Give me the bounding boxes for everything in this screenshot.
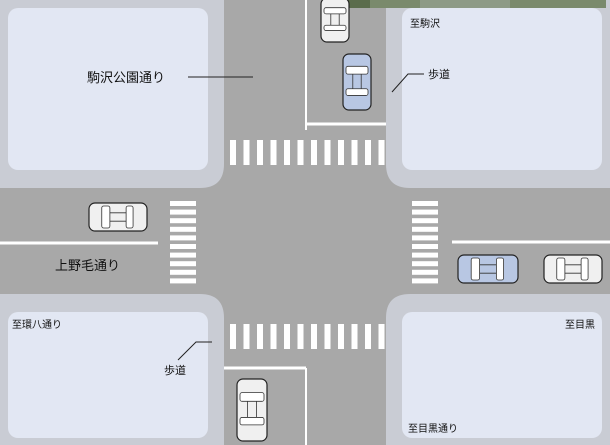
label-to-meguro: 至目黒	[565, 319, 595, 331]
crosswalk-stripe	[170, 235, 196, 241]
crosswalk-stripe	[257, 140, 263, 165]
crosswalk-stripe	[324, 324, 331, 349]
crosswalk-stripe	[170, 226, 196, 232]
crosswalk-stripe	[412, 235, 438, 241]
label-sidewalk-lower: 歩道	[164, 363, 186, 377]
car-north-blue	[342, 53, 372, 111]
crosswalk-stripe	[351, 140, 358, 165]
car-east-white	[543, 254, 603, 284]
label-sidewalk-upper: 歩道	[428, 67, 450, 81]
crosswalk-stripe	[297, 324, 304, 349]
crosswalk-stripe	[170, 261, 196, 267]
crosswalk-stripe	[378, 324, 385, 349]
crosswalk-stripe	[170, 252, 196, 258]
label-to-komazawa: 至駒沢	[410, 17, 440, 30]
label-to-meguro-dori: 至目黒通り	[408, 423, 458, 435]
crosswalk-stripe	[338, 140, 344, 165]
crosswalk-stripe	[365, 140, 371, 165]
crosswalk-stripe	[378, 140, 385, 165]
crosswalk-stripe	[243, 324, 250, 349]
crosswalk-stripe	[284, 324, 290, 349]
crosswalk-stripe	[170, 218, 196, 224]
crosswalk-stripe	[230, 140, 236, 165]
crosswalk-stripe	[338, 324, 344, 349]
crosswalk-south	[230, 324, 385, 349]
crosswalk-stripe	[170, 201, 196, 206]
crosswalk-stripe	[297, 140, 304, 165]
crosswalk-stripe	[412, 209, 438, 215]
crosswalk-stripe	[412, 201, 438, 206]
car-south-white	[236, 378, 268, 442]
label-komazawa-dori: 駒沢公園通り	[87, 71, 165, 86]
crosswalk-north	[230, 140, 385, 165]
car-north-white	[320, 0, 350, 43]
leader-sidewalk-upper	[391, 73, 424, 93]
crosswalk-stripe	[412, 244, 438, 249]
crosswalk-stripe	[365, 324, 371, 349]
crosswalk-stripe	[270, 324, 277, 349]
crosswalk-stripe	[170, 244, 196, 249]
crosswalk-stripe	[230, 324, 236, 349]
block-top-left	[8, 8, 208, 170]
crosswalk-stripe	[412, 261, 438, 267]
crosswalk-stripe	[324, 140, 331, 165]
crosswalk-stripe	[412, 269, 438, 275]
crosswalk-stripe	[170, 278, 196, 284]
crosswalk-stripe	[412, 226, 438, 232]
crosswalk-stripe	[170, 269, 196, 275]
crosswalk-west	[170, 201, 196, 284]
crosswalk-stripe	[270, 140, 277, 165]
street-photo-thumbnail	[330, 0, 606, 8]
car-east-blue	[457, 254, 519, 284]
crosswalk-stripe	[412, 218, 438, 224]
crosswalk-stripe	[412, 252, 438, 258]
crosswalk-stripe	[311, 140, 317, 165]
block-bottom-left	[8, 312, 208, 438]
block-bottom-right	[402, 312, 602, 438]
leader-sidewalk-lower	[177, 341, 212, 361]
crosswalk-stripe	[170, 209, 196, 215]
crosswalk-stripe	[257, 324, 263, 349]
crosswalk-stripe	[243, 140, 250, 165]
crosswalk-stripe	[284, 140, 290, 165]
crosswalk-stripe	[311, 324, 317, 349]
crosswalk-stripe	[351, 324, 358, 349]
label-kaminoge-dori: 上野毛通り	[55, 259, 120, 274]
car-west-white	[88, 202, 148, 232]
label-to-kanpachi: 至環八通り	[12, 319, 62, 331]
crosswalk-stripe	[412, 278, 438, 284]
crosswalk-east	[412, 201, 438, 284]
block-top-right	[402, 8, 602, 170]
